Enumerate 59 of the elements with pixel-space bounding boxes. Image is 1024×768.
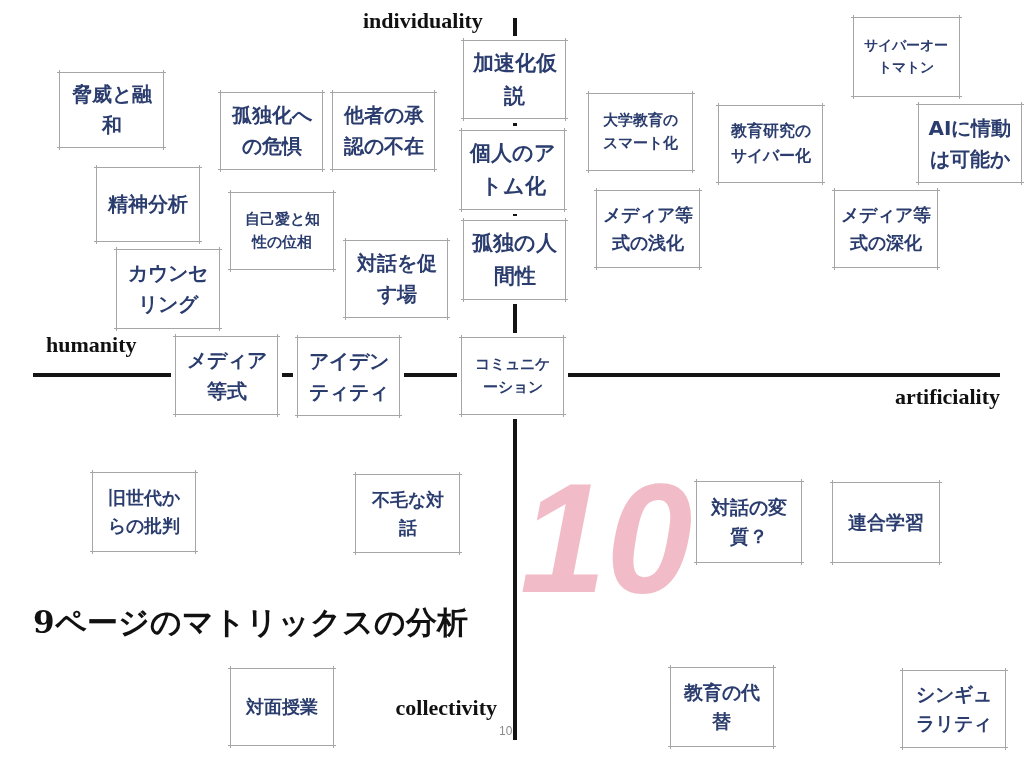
concept-label: アイデンティティ [307, 347, 390, 406]
concept-box [900, 668, 1008, 750]
concept-label: 不毛な対話 [370, 487, 445, 540]
concept-label: サイバーオートマトン [863, 36, 950, 77]
concept-label: 旧世代からの批判 [107, 486, 181, 538]
concept-box [916, 102, 1024, 185]
concept-label: 対面授業 [244, 695, 319, 720]
concept-box [830, 480, 942, 565]
concept-box [90, 470, 198, 554]
concept-label: 連合学習 [847, 509, 925, 535]
background-numeral: 10 [520, 452, 693, 626]
concept-box [459, 335, 566, 417]
concept-box [461, 218, 568, 302]
concept-label: 孤独化への危惧 [230, 102, 313, 160]
concept-label: シンギュラリティ [915, 681, 993, 736]
concept-label: 個人のアトム化 [468, 140, 557, 200]
concept-label: 他者の承認の不在 [342, 102, 425, 160]
concept-box [295, 335, 402, 418]
concept-box [594, 188, 702, 270]
concept-box [343, 238, 450, 320]
concept-label: メディア等式の深化 [840, 203, 932, 255]
concept-label: 対話の変質？ [709, 494, 788, 549]
page-number: 10 [499, 725, 513, 739]
concept-label: メディア等式 [185, 346, 268, 405]
concept-box [716, 103, 825, 185]
axis-label: humanity [46, 333, 137, 358]
concept-label: カウンセリング [127, 260, 209, 318]
concept-box [832, 188, 940, 270]
concept-label: 対話を促す場 [355, 250, 438, 308]
concept-box [94, 165, 202, 244]
axis-label: artificiality [894, 385, 1000, 410]
concept-box [228, 190, 336, 272]
concept-label: 大学教育のスマート化 [602, 109, 679, 154]
concept-box [114, 247, 222, 331]
concept-box [173, 334, 280, 417]
concept-box [586, 91, 695, 173]
concept-box [851, 15, 962, 99]
concept-label: AIに情動は可能か [927, 114, 1013, 173]
concept-box [668, 665, 776, 749]
concept-box [218, 90, 325, 172]
concept-label: 加速化仮説 [471, 49, 558, 110]
axis-label: collectivity [395, 696, 497, 721]
concept-box [57, 70, 166, 150]
concept-box [353, 472, 462, 555]
concept-label: メディア等式の浅化 [602, 203, 694, 255]
concept-box [330, 90, 437, 172]
concept-box [459, 128, 567, 212]
concept-box [461, 38, 568, 121]
axis-label: individuality [363, 9, 483, 34]
concept-box [694, 479, 804, 565]
slide-title: 9ページのマトリックスの分析 [33, 603, 468, 642]
concept-label: コミュニケーション [474, 353, 551, 398]
concept-label: 教育の代替 [682, 679, 761, 734]
concept-label: 教育研究のサイバー化 [729, 120, 812, 167]
concept-label: 孤独の人間性 [471, 230, 558, 290]
concept-box [228, 666, 336, 748]
concept-label: 自己愛と知性の位相 [243, 208, 321, 253]
concept-label: 精神分析 [106, 191, 189, 218]
concept-label: 脅威と融和 [70, 81, 153, 139]
